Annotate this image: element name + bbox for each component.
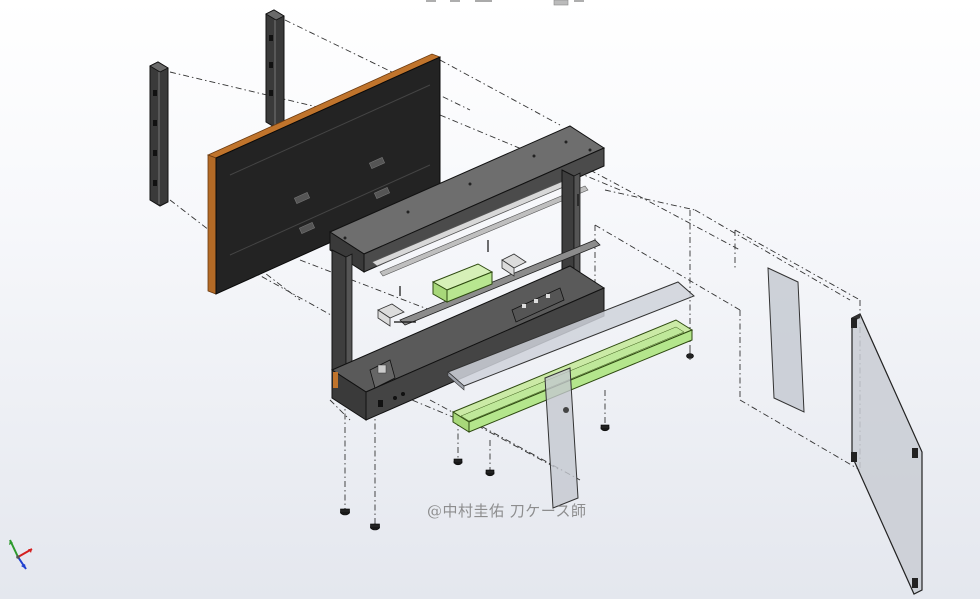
acrylic-side-panel-small <box>767 267 805 413</box>
feet <box>340 353 694 531</box>
acrylic-front-panel-large <box>851 313 923 595</box>
acrylic-stand-plate <box>544 367 579 509</box>
heads-up-toolbar[interactable] <box>420 0 590 8</box>
acrylic-green-tray <box>451 319 694 433</box>
view-orientation-triad-icon[interactable] <box>4 535 44 575</box>
watermark-author: @中村圭佑 刀ケース師 <box>427 502 587 520</box>
acrylic-top-plate <box>447 281 695 391</box>
main-frame <box>328 125 606 421</box>
left-rail <box>149 61 169 207</box>
green-module <box>431 263 494 303</box>
right-rail <box>265 9 285 129</box>
back-panel <box>206 53 442 295</box>
